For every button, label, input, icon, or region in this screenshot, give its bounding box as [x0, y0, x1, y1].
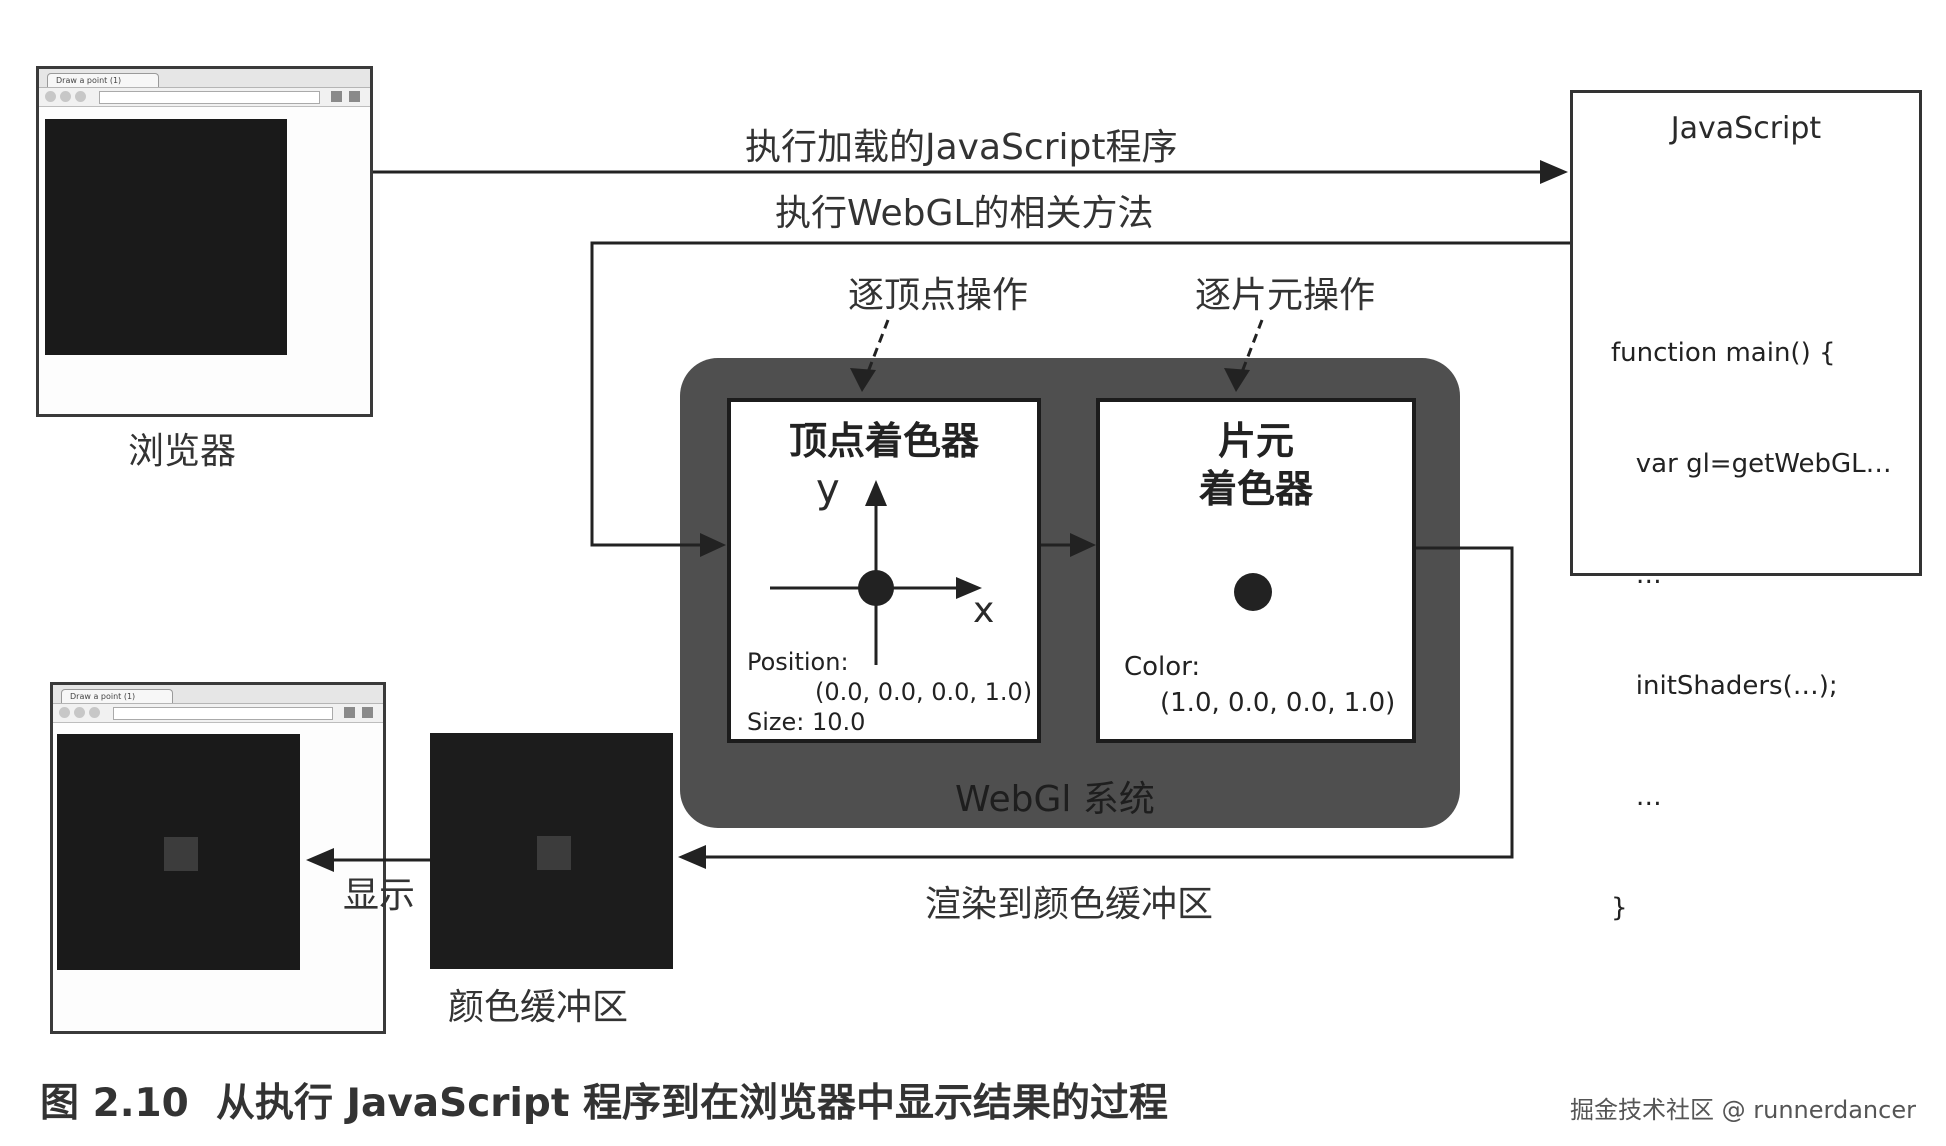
display-arrow: [306, 848, 430, 872]
code-line: var gl=getWebGL…: [1611, 449, 1892, 479]
render-to-buffer-label: 渲染到颜色缓冲区: [925, 884, 1214, 925]
back-icon: [45, 91, 56, 102]
size-text: Size: 10.0: [747, 708, 866, 736]
page-icon: [344, 707, 355, 718]
code-line: …: [1611, 560, 1662, 590]
vertex-shader-title: 顶点着色器: [788, 419, 979, 463]
forward-icon: [60, 91, 71, 102]
webgl-system-label: WebGl 系统: [955, 779, 1155, 820]
forward-icon: [74, 707, 85, 718]
execute-js-label: 执行加载的JavaScript程序: [745, 127, 1178, 168]
color-buffer-label: 颜色缓冲区: [448, 987, 629, 1028]
reload-icon: [75, 91, 86, 102]
browser-label: 浏览器: [128, 431, 237, 472]
fragment-shader-title-line1: 片元: [1217, 419, 1294, 463]
address-bar: [99, 91, 320, 104]
call-webgl-label: 执行WebGL的相关方法: [775, 193, 1154, 234]
code-line: …: [1611, 782, 1662, 812]
result-tab: Draw a point (1): [61, 689, 173, 703]
browser-window: Draw a point (1): [36, 66, 373, 417]
javascript-title: JavaScript: [1670, 111, 1822, 146]
browser-tab: Draw a point (1): [47, 73, 159, 87]
display-label: 显示: [343, 875, 416, 916]
reload-icon: [89, 707, 100, 718]
result-toolbar: [53, 704, 383, 723]
vertex-shader-box: 顶点着色器 Position: (0.0, 0.0, 0.0, 1.0) Siz…: [727, 398, 1041, 743]
position-value: (0.0, 0.0, 0.0, 1.0): [815, 678, 1033, 706]
render-to-buffer-arrow: [678, 546, 1514, 869]
axis-x-label: x: [973, 590, 995, 631]
browser-titlebar: Draw a point (1): [39, 69, 370, 88]
color-buffer-point: [537, 836, 571, 870]
color-value: (1.0, 0.0, 0.0, 1.0): [1160, 688, 1396, 718]
per-vertex-label: 逐顶点操作: [848, 275, 1029, 316]
axis-y-label: y: [816, 466, 840, 512]
fragment-point: [1234, 573, 1272, 611]
page-icon: [331, 91, 342, 102]
per-vertex-pointer: [850, 319, 890, 392]
javascript-code: function main() { var gl=getWebGL… … ini…: [1611, 261, 1892, 1001]
position-label: Position:: [747, 648, 849, 676]
browser-canvas: [45, 119, 287, 355]
wrench-icon: [362, 707, 373, 718]
color-label: Color:: [1124, 652, 1201, 682]
wrench-icon: [349, 91, 360, 102]
watermark: 掘金技术社区 @ runnerdancer: [1570, 1096, 1916, 1124]
figure-caption: 图 2.10 从执行 JavaScript 程序到在浏览器中显示结果的过程: [40, 1081, 1169, 1126]
rendered-point: [164, 837, 198, 871]
color-buffer: [430, 733, 673, 969]
vertex-to-fragment-arrow: [1041, 533, 1096, 557]
result-canvas: [57, 734, 300, 970]
back-icon: [59, 707, 70, 718]
javascript-panel: JavaScript function main() { var gl=getW…: [1570, 90, 1922, 923]
result-titlebar: Draw a point (1): [53, 685, 383, 704]
per-fragment-pointer: [1224, 319, 1264, 392]
code-line: initShaders(…);: [1611, 671, 1838, 701]
address-bar: [113, 707, 333, 720]
code-line: }: [1611, 893, 1628, 923]
call-webgl-arrow: [590, 241, 1570, 557]
fragment-shader-title-line2: 着色器: [1198, 467, 1313, 511]
execute-js-arrow: [373, 160, 1568, 184]
code-line: function main() {: [1611, 338, 1836, 368]
vertex-axes: [770, 480, 982, 665]
browser-toolbar: [39, 88, 370, 107]
per-fragment-label: 逐片元操作: [1195, 275, 1376, 316]
fragment-shader-box: 片元 着色器 Color: (1.0, 0.0, 0.0, 1.0): [1096, 398, 1416, 743]
